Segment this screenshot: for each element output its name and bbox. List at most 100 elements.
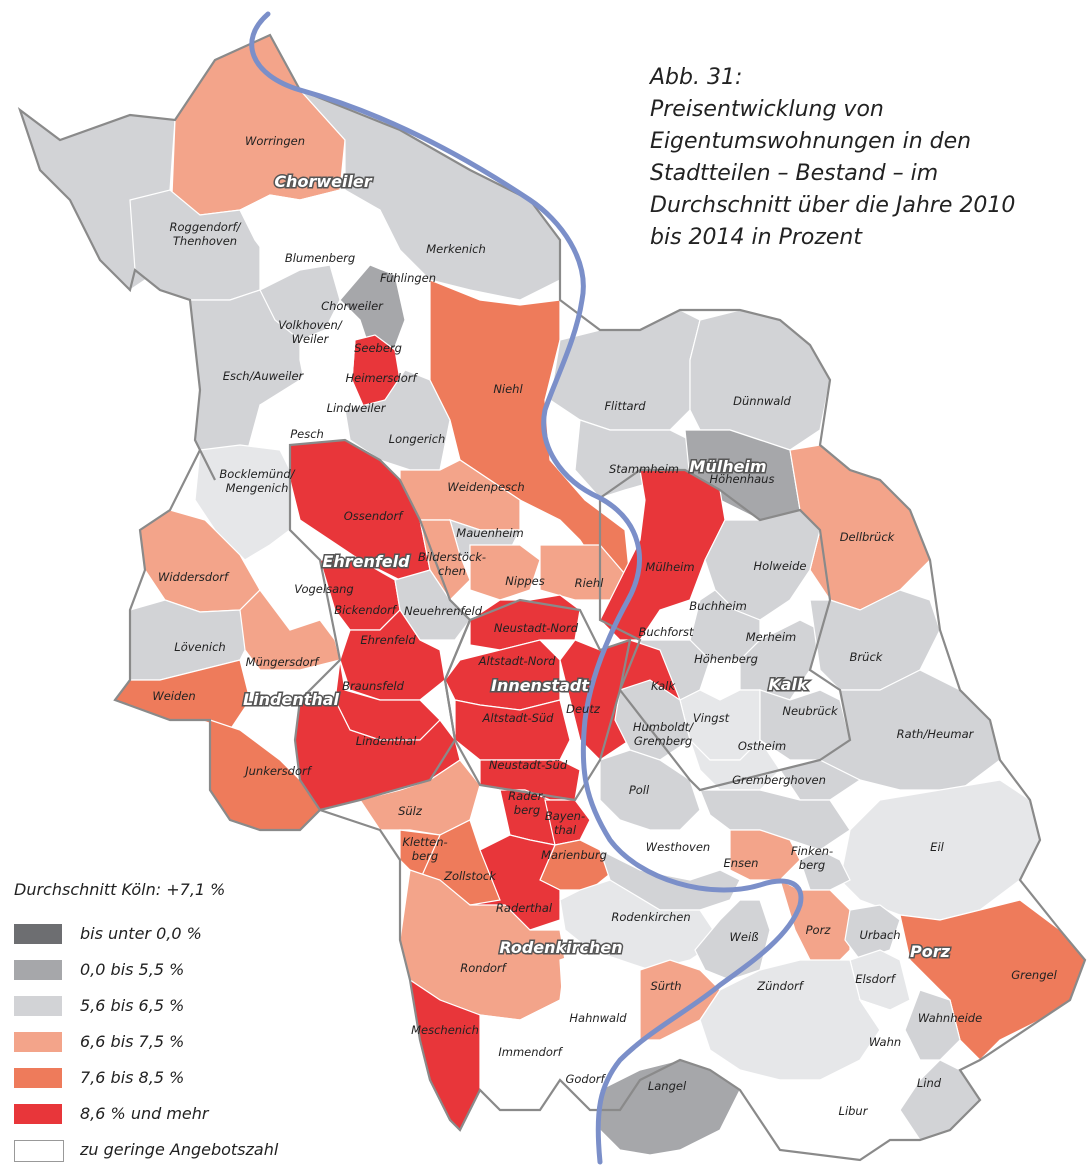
district-label: Libur [839, 1104, 869, 1118]
district-area [599, 749, 701, 831]
district-area [299, 329, 356, 391]
district-label: Volkhoven/Weiler [278, 318, 343, 346]
district-label: Finken-berg [791, 844, 833, 872]
district-label: Esch/Auweiler [223, 369, 305, 383]
legend-item: 0,0 bis 5,5 % [14, 958, 374, 982]
district-label: Neuehrenfeld [404, 604, 483, 618]
district-area [699, 959, 881, 1081]
district-label: Sürth [650, 979, 681, 993]
district-area [729, 829, 801, 881]
district-label: Widdersdorf [158, 570, 230, 584]
district-label: Rodenkirchen [611, 910, 690, 924]
district-label: Mülheim [645, 560, 694, 574]
legend-swatch [14, 1032, 62, 1052]
borough-label: Porz [910, 942, 951, 961]
district-label: Wahn [869, 1035, 901, 1049]
district-label: Altstadt-Süd [482, 711, 555, 725]
district-area [259, 384, 346, 441]
district-label: Müngersdorf [246, 655, 321, 669]
district-label: Buchheim [689, 599, 747, 613]
district-label: Lindenthal [356, 734, 417, 748]
borough-boundary [288, 438, 472, 812]
district-label: Stammheim [609, 462, 679, 476]
borough-boundaries [17, 33, 1087, 1162]
district-label: Kletten-berg [402, 835, 447, 863]
legend-item: bis unter 0,0 % [14, 922, 374, 946]
district-label: Bickendorf [334, 603, 397, 617]
district-label: Eil [930, 840, 944, 854]
district-label: Braunsfeld [342, 679, 405, 693]
district-label: Brück [850, 650, 884, 664]
district-label: Zollstock [443, 869, 497, 883]
legend-item: zu geringe Angebotszahl [14, 1138, 374, 1162]
borough-boundary [17, 33, 1087, 1162]
district-label: Ehrenfeld [360, 633, 416, 647]
district-label: Immendorf [498, 1045, 563, 1059]
district-label: Riehl [575, 576, 605, 590]
district-area [344, 369, 451, 471]
district-label: Weiß [730, 930, 759, 944]
district-label: Altstadt-Nord [478, 654, 556, 668]
district-label: Marienburg [541, 848, 607, 862]
district-area [559, 949, 641, 1061]
district-label: Rondorf [460, 961, 507, 975]
borough-label: Lindenthal [243, 690, 340, 709]
district-area [699, 789, 851, 851]
district-label: Westhoven [646, 840, 710, 854]
borough-label: Rodenkirchen [499, 938, 622, 957]
district-label: Holweide [754, 559, 807, 573]
legend-swatch [14, 996, 62, 1016]
district-label: Poll [629, 783, 650, 797]
district-label: Ensen [724, 856, 759, 870]
district-label: Niehl [493, 382, 523, 396]
district-label: Merheim [746, 630, 797, 644]
borough-label: Innenstadt [491, 676, 590, 695]
borough-boundary [598, 468, 852, 792]
district-label: Chorweiler [321, 299, 384, 313]
district-label: Bilderstöck-chen [418, 550, 486, 578]
district-area [599, 1059, 741, 1156]
district-label: Worringen [245, 134, 305, 148]
district-label: Vingst [693, 711, 730, 725]
legend-label: zu geringe Angebotszahl [80, 1140, 279, 1159]
legend-swatch [14, 960, 62, 980]
district-label: Hahnwald [569, 1011, 627, 1025]
district-area [614, 679, 691, 761]
legend-label: 8,6 % und mehr [80, 1104, 209, 1123]
legend-label: 0,0 bis 5,5 % [80, 960, 185, 979]
borough-label: Kalk [768, 675, 809, 694]
district-label: Ossendorf [344, 509, 404, 523]
legend-item: 5,6 bis 6,5 % [14, 994, 374, 1018]
district-label: Longerich [389, 432, 446, 446]
district-label: Fühlingen [380, 271, 436, 285]
legend-swatch [14, 1140, 64, 1162]
district-area [259, 264, 341, 341]
legend-label: 7,6 bis 8,5 % [80, 1068, 185, 1087]
district-areas [18, 34, 1086, 1161]
district-label: Neustadt-Süd [489, 758, 568, 772]
district-area [339, 264, 406, 361]
district-area [779, 878, 851, 971]
legend-item: 8,6 % und mehr [14, 1102, 374, 1126]
district-label: Meschenich [411, 1023, 479, 1037]
district-label: Rader-berg [508, 789, 546, 817]
district-area [469, 544, 541, 601]
legend-label: 6,6 bis 7,5 % [80, 1032, 185, 1051]
district-label: Höhenberg [694, 652, 758, 666]
district-label: Weidenpesch [447, 480, 524, 494]
district-label: Nippes [505, 574, 544, 588]
district-label: Gremberghoven [732, 773, 826, 787]
district-label: Seeberg [354, 341, 402, 355]
legend-swatch [14, 924, 62, 944]
district-label: Dünnwald [733, 394, 791, 408]
district-label: Grengel [1011, 968, 1057, 982]
district-label: Wahnheide [918, 1011, 982, 1025]
district-label: Kalk [651, 679, 676, 693]
district-label: Buchforst [638, 625, 694, 639]
district-label: Ostheim [738, 739, 786, 753]
borough-label: Mülheim [689, 457, 766, 476]
district-label: Lövenich [174, 640, 225, 654]
district-label: Zündorf [756, 979, 805, 993]
borough-label: Ehrenfeld [322, 552, 410, 571]
